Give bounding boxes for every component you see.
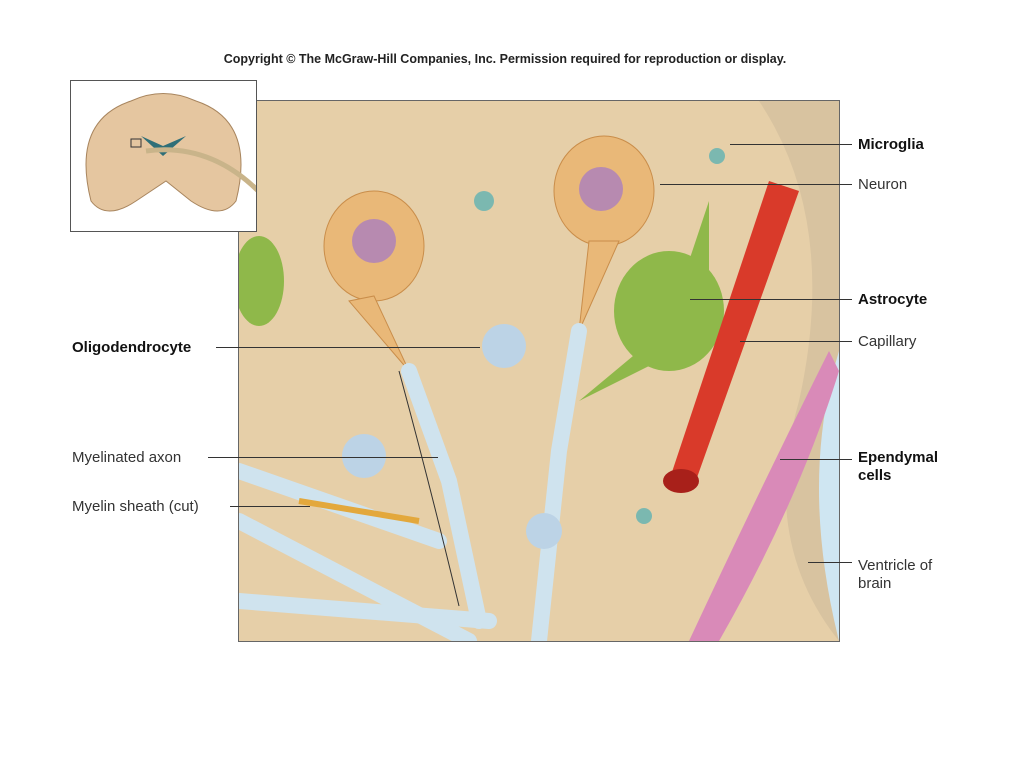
label-ependymal-line1: Ependymal [858, 449, 939, 466]
neuron-nucleus [579, 167, 623, 211]
label-myelinated-axon: Myelinated axon [72, 449, 182, 466]
label-myelin-sheath: Myelin sheath (cut) [72, 498, 199, 515]
label-oligodendrocyte: Oligodendrocyte [72, 339, 192, 356]
label-neuron: Neuron [858, 176, 908, 193]
brain-coronal-inset [70, 80, 278, 232]
label-astrocyte: Astrocyte [858, 291, 928, 308]
label-capillary: Capillary [858, 333, 917, 350]
neuron-nucleus [352, 219, 396, 263]
copyright-notice: Copyright © The McGraw-Hill Companies, I… [223, 52, 787, 66]
astrocyte-cell [579, 201, 724, 401]
label-microglia: Microglia [858, 136, 924, 153]
myelinated-axons [239, 323, 587, 641]
oligodendrocyte-cell [482, 324, 526, 368]
label-ependymal-line2: cells [858, 467, 892, 484]
microglia-cell [474, 191, 494, 211]
capillary-vessel [669, 181, 799, 486]
label-ventricle-line1: Ventricle of [858, 557, 933, 574]
ependymal-layer [689, 351, 839, 641]
neuroglia-illustration [238, 100, 840, 642]
ventricle-shape [819, 351, 839, 641]
label-ventricle-line2: brain [858, 575, 892, 592]
illustration-art [239, 101, 839, 641]
background-tissue [759, 101, 839, 641]
